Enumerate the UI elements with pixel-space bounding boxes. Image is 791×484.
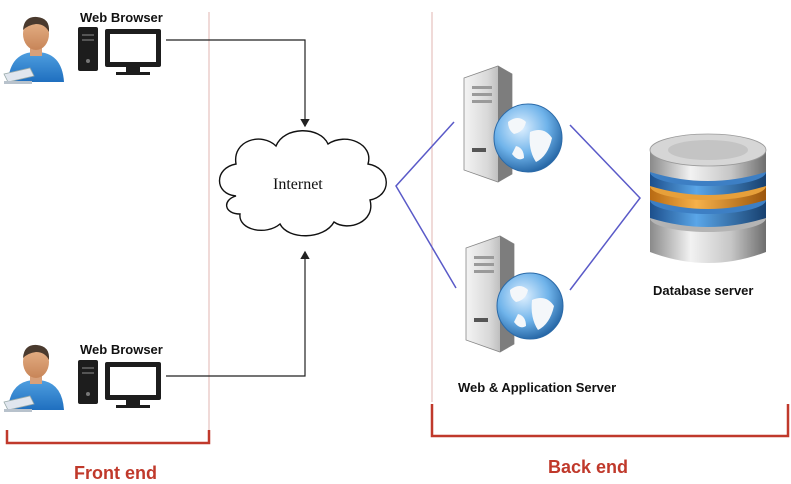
- internet-label: Internet: [273, 176, 323, 193]
- server-database-links: [569, 124, 641, 291]
- user-with-keyboard-icon: [3, 16, 64, 84]
- client-2: [3, 344, 161, 412]
- back-end-bracket: [430, 404, 790, 438]
- browser-2-internet-arrow: [166, 250, 310, 377]
- web-browser-label-2: Web Browser: [80, 342, 163, 357]
- cloud-icon: [219, 130, 387, 237]
- internet-server-links: [395, 121, 457, 289]
- server-globe-icon: [463, 65, 563, 183]
- web-browser-label-1: Web Browser: [80, 10, 163, 25]
- front-end-bracket: [5, 430, 211, 445]
- back-end-label: Back end: [548, 457, 629, 477]
- desktop-computer-icon: [78, 27, 161, 75]
- front-end-label: Front end: [74, 463, 157, 483]
- user-with-keyboard-icon: [3, 344, 64, 412]
- desktop-computer-icon: [78, 360, 161, 408]
- server-globe-icon: [465, 235, 564, 353]
- database-server-label: Database server: [653, 283, 754, 298]
- database-cylinder-icon: [649, 133, 767, 263]
- client-1: [3, 16, 161, 84]
- browser-1-internet-arrow: [166, 39, 310, 128]
- app-server-label: Web & Application Server: [458, 380, 617, 395]
